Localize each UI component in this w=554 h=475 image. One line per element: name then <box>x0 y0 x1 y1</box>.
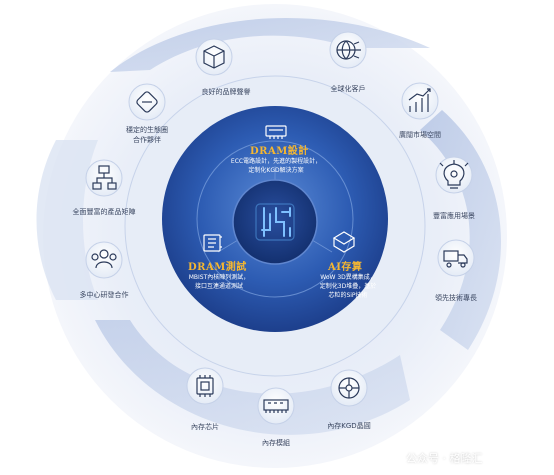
ai-compute-icon <box>332 231 356 253</box>
icon-bubble-apps <box>435 156 473 194</box>
team-icon <box>91 249 117 269</box>
growth-chart-icon <box>408 88 431 112</box>
label-kgd: 內存KGD晶圓 <box>327 422 371 430</box>
label-rd: 多中心研發合作 <box>79 291 129 299</box>
label-global: 全球化客戶 <box>330 85 366 93</box>
label-products: 全面豐富的產品矩陣 <box>72 208 136 216</box>
truck-lab-icon <box>443 250 468 268</box>
label-partners: 穩定的生態圈 合作夥伴 <box>126 126 168 144</box>
upper-band <box>110 17 430 72</box>
cube-icon <box>203 45 225 69</box>
chip-icon <box>196 375 214 397</box>
dram-test-desc: MBIST內核陣列測試， 接口互連通道測試 <box>188 274 250 290</box>
left-band <box>36 140 98 300</box>
watermark-text: 公众号 · 格隆汇 <box>406 452 483 465</box>
label-tech: 領先技術專長 <box>435 294 477 302</box>
icon-bubble-tech <box>437 239 475 277</box>
core-logo-icon <box>255 203 295 241</box>
right-band <box>420 110 502 350</box>
lightbulb-gear-icon <box>439 160 469 189</box>
globe-network-icon <box>336 40 361 60</box>
label-chip: 內存芯片 <box>191 423 219 431</box>
label-module: 內存模組 <box>262 439 290 447</box>
label-apps: 豐富應用場景 <box>433 212 475 220</box>
label-market: 廣闊市場空間 <box>399 131 441 139</box>
dram-test-icon <box>203 234 222 252</box>
dram-test-title: DRAM測試 <box>188 262 247 273</box>
hierarchy-icon <box>92 165 117 190</box>
icon-bubble-rd <box>85 241 123 279</box>
dram-design-icon <box>265 125 287 139</box>
ai-compute-desc: WoW 3D異構集成， 定制化3D堆疊，基於 芯粒的SiP技術 <box>319 274 377 299</box>
icon-bubble-module <box>257 387 295 425</box>
divider-line-b <box>217 239 239 253</box>
lower-band <box>95 320 410 435</box>
icon-bubble-kgd <box>330 369 368 407</box>
handshake-link-icon <box>136 91 158 113</box>
dram-design-title: DRAM設計 <box>250 146 309 157</box>
dram-design-desc: ECC電路設計，先進的製程設計， 定制化KGD解決方案 <box>230 158 322 174</box>
inner-ring-line <box>196 140 354 298</box>
icon-bubble-chip <box>186 367 224 405</box>
icon-bubble-market <box>401 82 439 120</box>
ai-compute-title: AI存算 <box>328 262 363 273</box>
divider-line-c <box>311 239 333 253</box>
wafer-icon <box>338 377 360 399</box>
memory-module-icon <box>263 399 289 413</box>
label-brand: 良好的品牌聲譽 <box>201 88 251 96</box>
